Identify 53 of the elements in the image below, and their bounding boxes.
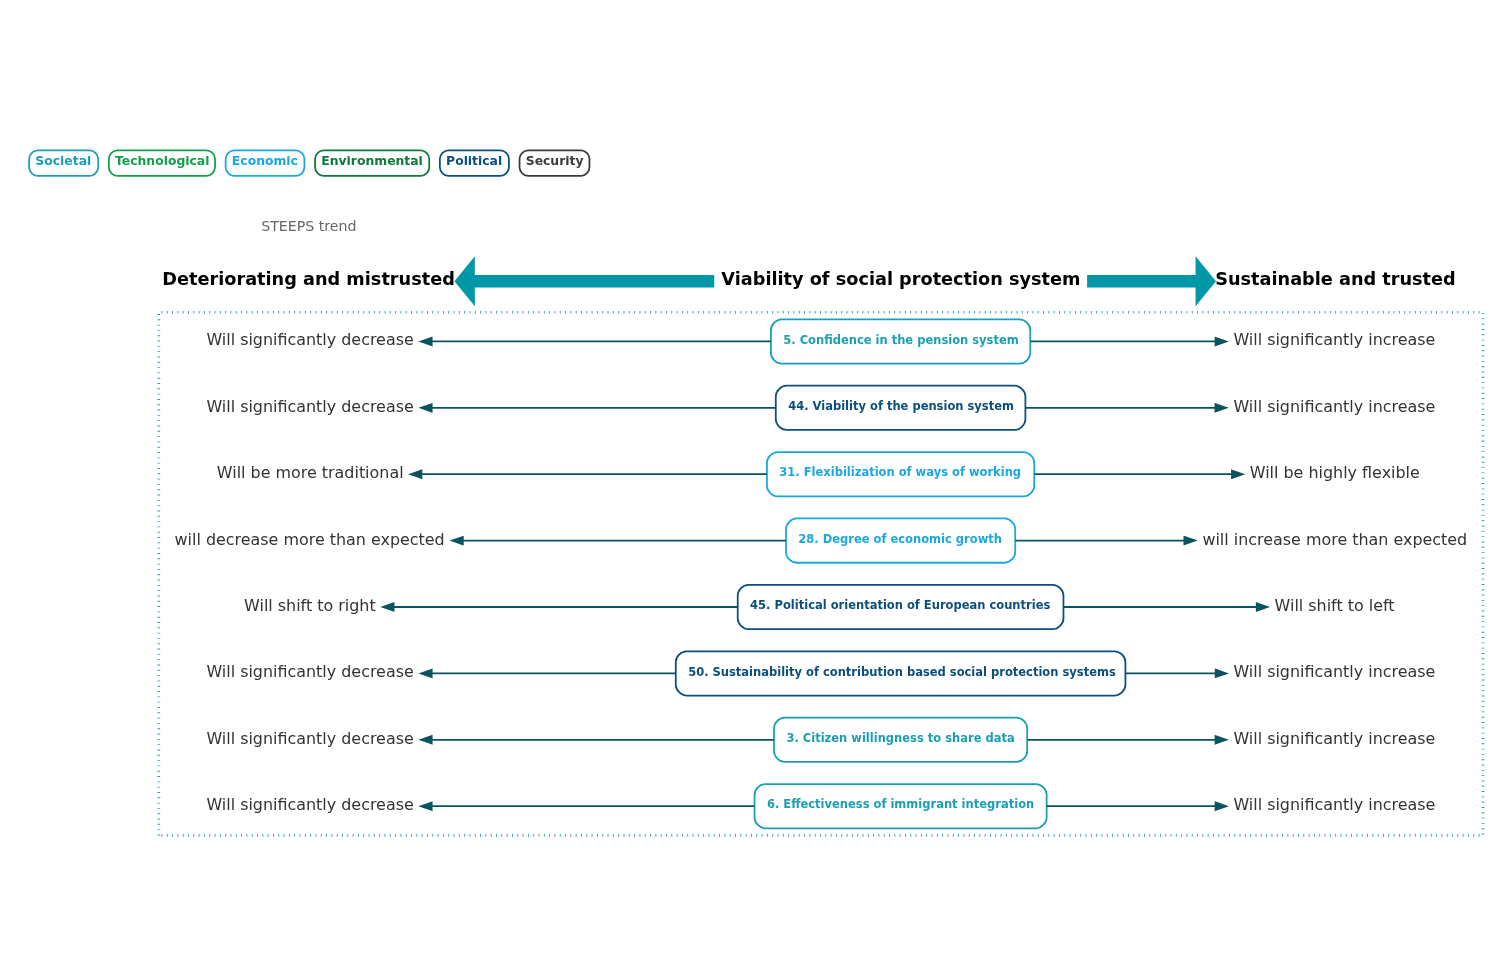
legend-label: Environmental [321,152,423,168]
node-text: Will significantly increase [1233,661,1436,681]
label: STEEPS trend [261,217,357,234]
node-box: 50. Sustainability of contribution based social protection systems [674,649,1127,696]
node-box: 28. Degree of economic growth [785,517,1017,564]
node-box: 5. Confidence in the pension system [770,317,1032,364]
node-text: Will significantly increase [1233,329,1436,349]
node-text: Will significantly increase [1233,728,1436,748]
node-text: Will significantly decrease [206,396,414,416]
arrow [418,336,772,346]
node-text: Will significantly decrease [206,794,414,814]
arrow [380,601,739,612]
node-box: 3. Citizen willingness to share data [773,716,1029,763]
node-text: Will shift to right [244,595,376,615]
node-text: Will significantly decrease [206,329,414,349]
node-text: Sustainable and trusted [1215,268,1456,289]
node-text: Deteriorating and mistrusted [162,268,455,289]
legend-label: Societal [35,152,92,168]
node-box: 6. Effectiveness of immigrant integration [753,782,1048,829]
arrow [1024,402,1229,413]
legend-label: Political [446,152,503,168]
node-text: will decrease more than expected [174,529,445,549]
arrow [1014,535,1198,546]
node-text: Will significantly increase [1233,794,1436,814]
node-box: 45. Political orientation of European countries [736,583,1065,630]
arrow [1029,336,1229,346]
cluster [157,310,1485,837]
node-box: 44. Viability of the pension system [774,384,1027,431]
arrow [1033,468,1246,479]
arrow [418,667,677,678]
node-text: Will significantly increase [1233,396,1436,416]
legend-label: Economic [231,152,298,168]
arrow [418,402,777,413]
arrow [418,734,775,745]
legend-label: Security [525,152,584,168]
arrow [1062,601,1271,612]
arrow [1045,800,1229,811]
arrow [454,255,715,306]
node-box: 31. Flexibilization of ways of working [766,450,1036,497]
node-text: Will significantly decrease [206,728,414,748]
legend-label: Technological [115,152,210,168]
arrow [418,800,756,811]
node-text: Will significantly decrease [206,661,414,681]
node-text: will increase more than expected [1202,529,1468,549]
arrow [449,535,787,546]
arrow [1124,667,1229,678]
node-text: Will shift to left [1274,595,1395,615]
arrow [1026,734,1229,745]
arrow [1087,255,1216,306]
node-text: Viability of social protection system [721,268,1081,289]
arrow [408,468,768,479]
node-text: Will be more traditional [216,462,404,482]
node-text: Will be highly flexible [1249,462,1420,482]
